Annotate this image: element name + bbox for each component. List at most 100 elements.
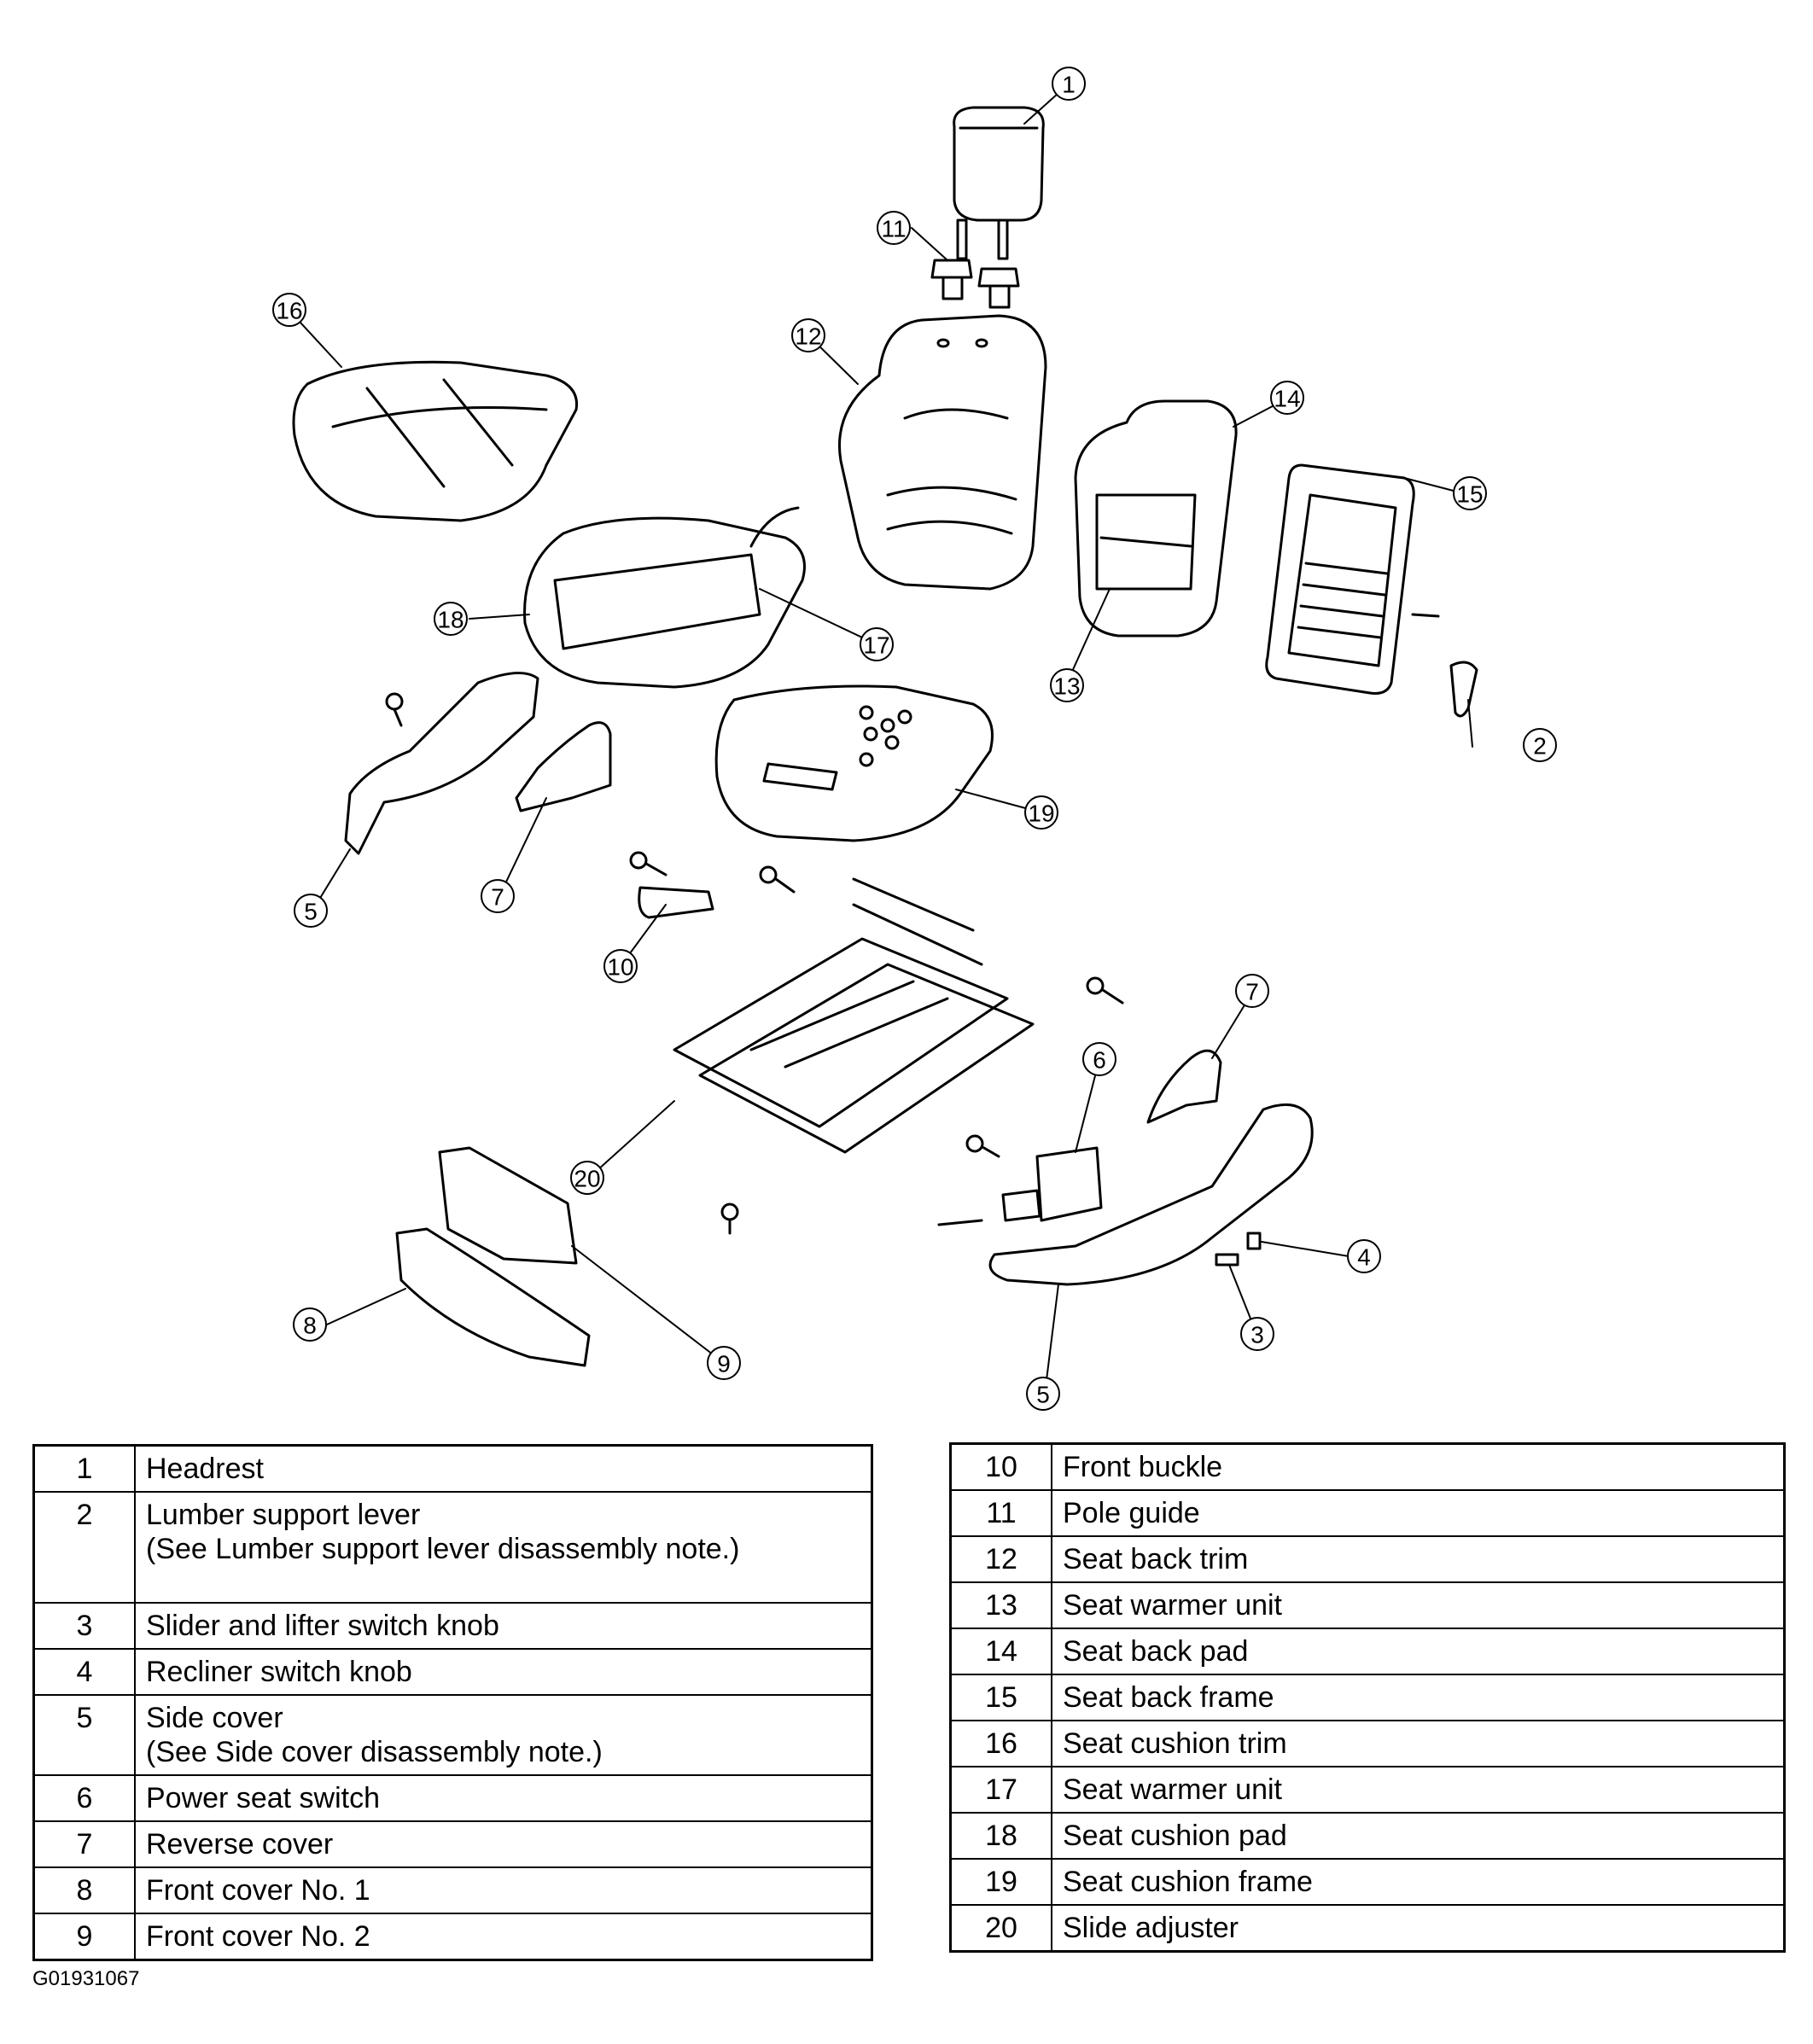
part-name-cell: Lumber support lever(See Lumber support … [134, 1491, 873, 1604]
callout-17: 17 [860, 627, 894, 661]
pole-guide-part [930, 259, 1020, 309]
parts-row: 15 Seat back frame [949, 1674, 1786, 1721]
seat-cushion-frame-part [714, 684, 994, 842]
part-name: Seat back frame [1063, 1681, 1274, 1714]
part-number: 8 [32, 1866, 136, 1914]
part-name: Slider and lifter switch knob [146, 1610, 499, 1642]
part-name: Seat cushion trim [1063, 1727, 1287, 1760]
callout-5: 5 [294, 894, 328, 928]
seat-back-trim-part [837, 314, 1047, 591]
callout-5: 5 [1026, 1377, 1060, 1411]
callout-12: 12 [791, 318, 825, 352]
side-cover-left-part [344, 672, 539, 855]
callout-3: 3 [1240, 1317, 1274, 1351]
part-name-cell: Reverse cover [134, 1820, 873, 1868]
reverse-cover-left-part [515, 721, 612, 812]
part-name: Front cover No. 1 [146, 1874, 370, 1907]
callout-number: 17 [863, 632, 889, 659]
part-name: Reverse cover [146, 1828, 334, 1861]
callout-2: 2 [1523, 728, 1557, 762]
part-name-cell: Seat cushion frame [1051, 1858, 1786, 1906]
seat-cushion-trim-part [292, 360, 579, 522]
part-number: 1 [32, 1444, 136, 1493]
part-name-cell: Seat warmer unit [1051, 1766, 1786, 1814]
part-number: 18 [949, 1812, 1052, 1860]
part-name-cell: Power seat switch [134, 1774, 873, 1822]
part-name: Front cover No. 2 [146, 1920, 370, 1953]
part-number: 16 [949, 1720, 1052, 1767]
figure-code: G01931067 [32, 1967, 140, 1990]
callout-number: 5 [304, 899, 318, 925]
callout-number: 14 [1274, 386, 1300, 412]
parts-row: 8 Front cover No. 1 [32, 1866, 873, 1914]
slide-adjuster-part [673, 877, 1035, 1154]
callout-20: 20 [570, 1161, 604, 1195]
callout-11: 11 [877, 211, 911, 245]
part-name: Seat warmer unit [1063, 1589, 1282, 1622]
part-name-cell: Front cover No. 1 [134, 1866, 873, 1914]
part-name-cell: Seat back trim [1051, 1535, 1786, 1583]
callout-18: 18 [434, 602, 468, 636]
seat-back-frame-part [1265, 463, 1440, 695]
callout-4: 4 [1347, 1239, 1381, 1273]
callout-number: 18 [437, 607, 463, 633]
callout-number: 7 [1245, 979, 1259, 1005]
part-name-cell: Seat warmer unit [1051, 1581, 1786, 1629]
callout-number: 4 [1357, 1244, 1371, 1271]
part-name: Seat cushion frame [1063, 1866, 1313, 1898]
part-note: (See Side cover disassembly note.) [146, 1736, 603, 1768]
callout-number: 6 [1093, 1047, 1106, 1074]
callout-7: 7 [481, 879, 515, 913]
parts-row: 9 Front cover No. 2 [32, 1913, 873, 1961]
callout-number: 16 [276, 298, 302, 324]
front-cover-no2-part [438, 1146, 578, 1265]
part-name: Seat warmer unit [1063, 1773, 1282, 1806]
part-name: Seat cushion pad [1063, 1820, 1287, 1852]
front-buckle-part [638, 886, 714, 919]
callout-15: 15 [1453, 476, 1487, 510]
callout-number: 9 [717, 1351, 731, 1377]
part-number: 14 [949, 1628, 1052, 1675]
part-note: (See Lumber support lever disassembly no… [146, 1533, 740, 1565]
part-name: Headrest [146, 1453, 264, 1485]
lumbar-lever-part [1449, 661, 1478, 718]
front-cover-no1-part [395, 1227, 591, 1367]
callout-10: 10 [603, 949, 638, 983]
part-name: Seat back trim [1063, 1543, 1249, 1575]
callout-number: 11 [881, 216, 906, 242]
part-number: 15 [949, 1674, 1052, 1721]
part-name-cell: Seat back pad [1051, 1628, 1786, 1675]
part-number: 19 [949, 1858, 1052, 1906]
callout-number: 5 [1036, 1382, 1050, 1408]
recliner-knob-part [1246, 1232, 1262, 1250]
parts-row: 1 Headrest [32, 1444, 873, 1493]
part-name-cell: Slider and lifter switch knob [134, 1602, 873, 1650]
part-name: Front buckle [1063, 1451, 1223, 1483]
seat-cushion-pad-part [523, 506, 806, 689]
slider-knob-part [1215, 1253, 1239, 1267]
callout-14: 14 [1270, 381, 1304, 415]
part-name-cell: Headrest [134, 1444, 873, 1493]
part-name: Seat back pad [1063, 1635, 1249, 1668]
callout-number: 1 [1062, 72, 1076, 98]
callout-16: 16 [272, 293, 306, 327]
callout-number: 8 [303, 1313, 317, 1339]
callout-number: 15 [1456, 481, 1483, 508]
part-name-cell: Pole guide [1051, 1489, 1786, 1537]
part-name-cell: Front cover No. 2 [134, 1913, 873, 1961]
part-number: 9 [32, 1913, 136, 1961]
callout-number: 3 [1250, 1322, 1264, 1348]
part-name-cell: Seat back frame [1051, 1674, 1786, 1721]
part-name-cell: Recliner switch knob [134, 1648, 873, 1696]
part-number: 11 [949, 1489, 1052, 1537]
screw-parts [385, 692, 1124, 1235]
